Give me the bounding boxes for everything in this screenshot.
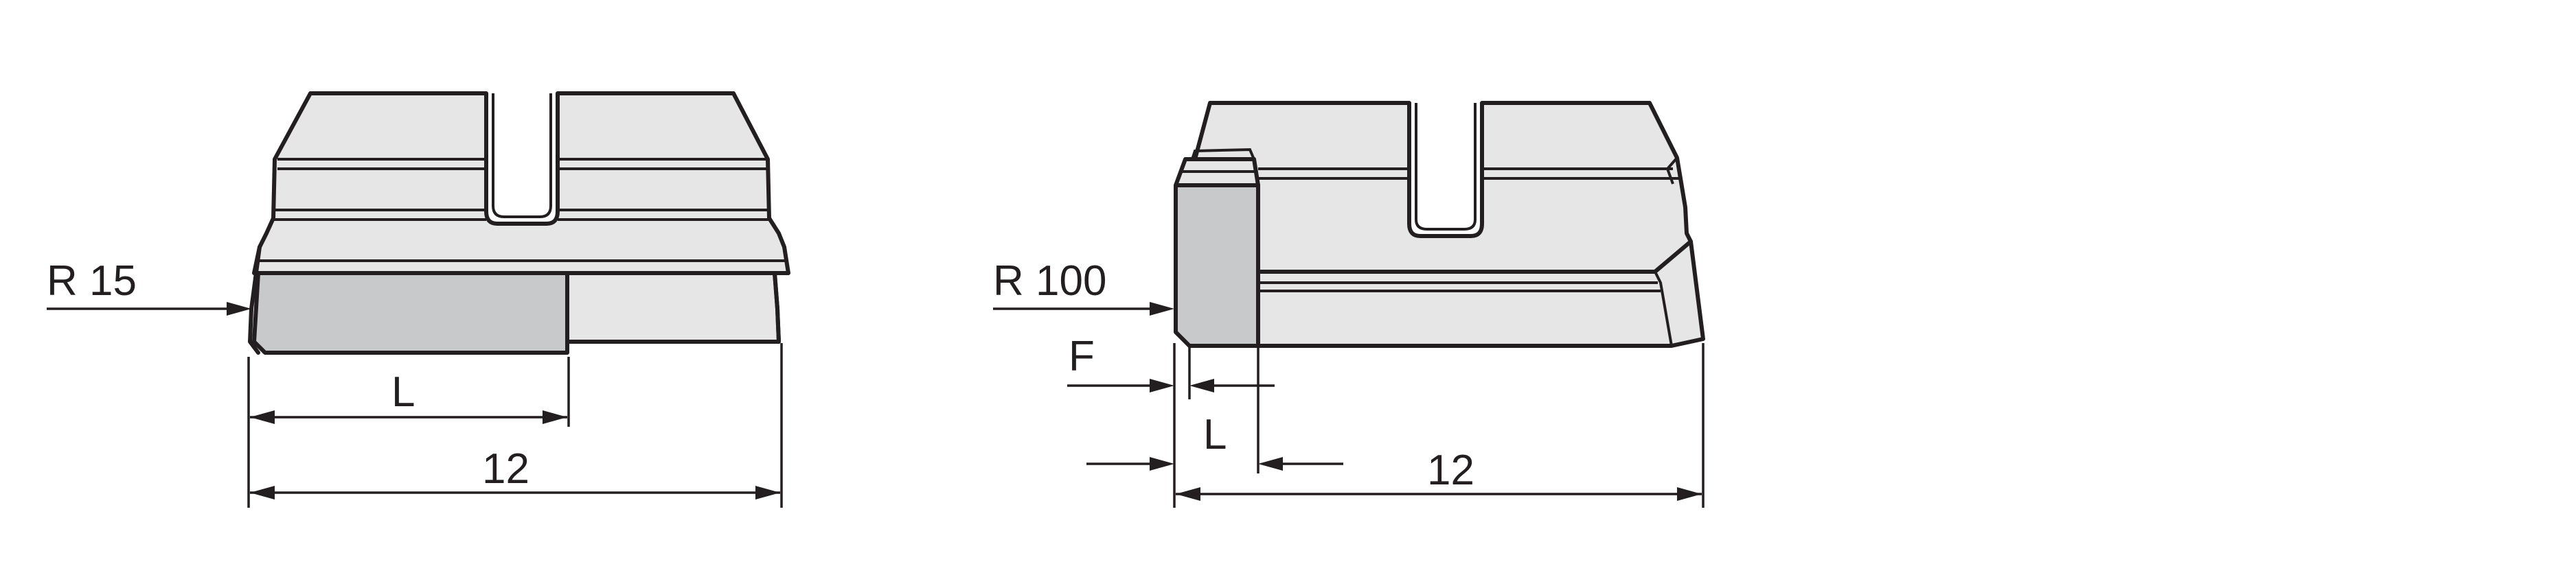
right-insert (1174, 183, 1260, 348)
right-length-arrow-right (1258, 457, 1283, 471)
right-length-arrow-left (1150, 457, 1174, 471)
left-upper-block (252, 91, 790, 275)
right-upper-block (1193, 101, 1693, 274)
right-length-label: L (1203, 411, 1227, 458)
right-chamfer-arrow-left (1150, 379, 1174, 392)
right-radius-arrowhead (1150, 302, 1174, 316)
right-total-arrow-left (1176, 487, 1200, 501)
left-edge (248, 245, 262, 355)
right-total-arrow-right (1677, 487, 1702, 501)
right-view: R 100 F L 12 (993, 101, 1705, 508)
right-corner-bevel (1665, 156, 1678, 185)
right-chamfer-label: F (1069, 333, 1095, 380)
left-length-label: L (391, 368, 415, 416)
left-slot-inner (492, 93, 552, 218)
left-radius-label: R 15 (47, 257, 137, 305)
left-total-arrow-right (755, 486, 780, 500)
right-total-label: 12 (1427, 447, 1474, 494)
left-length-arrow-right (543, 410, 567, 424)
left-length-arrow-left (250, 410, 275, 424)
right-radius-label: R 100 (993, 257, 1106, 305)
left-radius-arrowhead (227, 302, 251, 316)
right-insert-top-line (1191, 148, 1255, 160)
left-view: R 15 L 12 (47, 91, 790, 508)
left-insert (252, 271, 569, 355)
right-lower-corner (1654, 271, 1673, 347)
left-total-arrow-left (250, 486, 275, 500)
left-lower-body (565, 271, 781, 344)
right-slot-inner (1415, 103, 1477, 231)
left-total-label: 12 (482, 445, 529, 493)
right-edge-l (565, 271, 781, 344)
right-chamfer-arrow-right (1189, 379, 1214, 392)
